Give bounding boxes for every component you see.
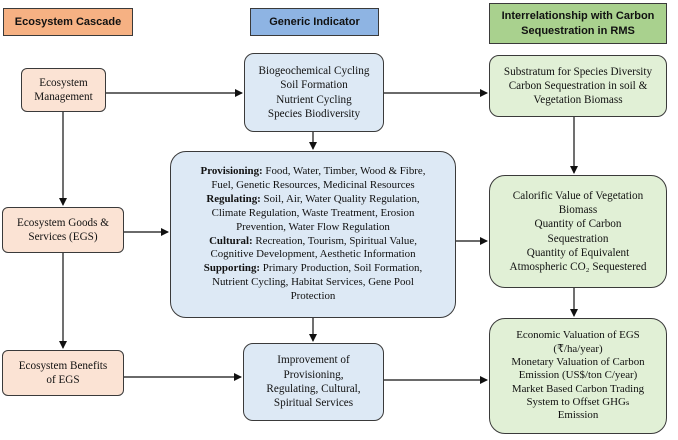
carbon-quantity-line-2: Biomass — [558, 203, 598, 216]
ecosystem-goods-services-box: Ecosystem Goods & Services (EGS) — [2, 207, 124, 253]
carbon-quantity-line-4: Sequestration — [547, 232, 609, 245]
supporting-label: Supporting: — [203, 262, 261, 275]
header-interrelationship-line-2: Sequestration in RMS — [521, 24, 635, 37]
generic-indicator-top-line-4: Species Biodiversity — [267, 107, 361, 120]
economic-valuation-line-6: System to Offset GHGₛ — [526, 395, 630, 408]
improvement-line-2: Provisioning, — [283, 368, 344, 381]
substratum-line-3: Vegetation Biomass — [533, 94, 623, 107]
ecosystem-benefits-line-2: of EGS — [46, 374, 80, 386]
header-ecosystem-cascade-label: Ecosystem Cascade — [14, 15, 122, 28]
cultural-text-2: Cognitive Development, Aesthetic Informa… — [210, 248, 416, 261]
carbon-quantity-box: Calorific Value of Vegetation Biomass Qu… — [489, 175, 667, 288]
ecosystem-goods-services-line-1: Ecosystem Goods & — [17, 216, 109, 229]
cultural-label: Cultural: — [209, 234, 253, 247]
header-ecosystem-cascade: Ecosystem Cascade — [3, 8, 133, 36]
ecosystem-management-box: Ecosystem Management — [21, 68, 106, 112]
ecosystem-benefits-box: Ecosystem Benefits of EGS — [2, 350, 124, 396]
improvement-services-box: Improvement of Provisioning, Regulating,… — [243, 343, 384, 421]
economic-valuation-line-5: Market Based Carbon Trading — [511, 382, 645, 395]
supporting-text-1: Primary Production, Soil Formation, — [260, 262, 423, 275]
regulating-text-3: Prevention, Water Flow Regulation — [236, 220, 390, 233]
provisioning-text-2: Fuel, Genetic Resources, Medicinal Resou… — [211, 179, 415, 192]
improvement-line-1: Improvement of — [277, 354, 350, 367]
ecosystem-management-line-2: Management — [34, 91, 93, 103]
generic-indicator-top-line-1: Biogeochemical Cycling — [258, 64, 370, 77]
improvement-line-4: Spiritual Services — [273, 397, 354, 410]
header-interrelationship: Interrelationship with Carbon Sequestrat… — [489, 3, 667, 44]
header-generic-indicator: Generic Indicator — [250, 8, 379, 36]
carbon-quantity-line-1: Calorific Value of Vegetation — [512, 189, 644, 202]
cultural-text-1: Recreation, Tourism, Spiritual Value, — [252, 234, 417, 247]
economic-valuation-line-7: Emission — [557, 409, 599, 422]
supporting-line-1: Supporting: Primary Production, Soil For… — [204, 262, 422, 276]
provisioning-line-1: Provisioning: Food, Water, Timber, Wood … — [201, 165, 426, 179]
substratum-line-1: Substratum for Species Diversity — [503, 65, 653, 78]
regulating-text-2: Climate Regulation, Waste Treatment, Ero… — [211, 206, 415, 219]
substratum-line-2: Carbon Sequestration in soil & — [508, 79, 648, 92]
generic-indicator-top-line-3: Nutrient Cycling — [276, 93, 352, 106]
substratum-box: Substratum for Species Diversity Carbon … — [489, 55, 667, 117]
ecosystem-benefits-line-1: Ecosystem Benefits — [18, 359, 108, 372]
economic-valuation-line-1: Economic Valuation of EGS — [516, 329, 640, 342]
generic-indicator-top-box: Biogeochemical Cycling Soil Formation Nu… — [244, 53, 384, 132]
regulating-line-1: Regulating: Soil, Air, Water Quality Reg… — [206, 193, 419, 207]
carbon-quantity-line-3: Quantity of Carbon — [534, 218, 622, 231]
carbon-quantity-line-5: Quantity of Equivalent — [526, 246, 630, 259]
supporting-text-3: Protection — [290, 289, 336, 302]
cultural-line-1: Cultural: Recreation, Tourism, Spiritual… — [209, 235, 417, 249]
improvement-line-3: Regulating, Cultural, — [266, 383, 361, 395]
generic-indicator-top-line-2: Soil Formation — [280, 79, 348, 92]
ecosystem-goods-services-line-2: Services (EGS) — [28, 231, 98, 243]
ecosystem-services-box: Provisioning: Food, Water, Timber, Wood … — [170, 151, 456, 318]
header-interrelationship-line-1: Interrelationship with Carbon — [501, 10, 655, 23]
regulating-text-1: Soil, Air, Water Quality Regulation, — [260, 192, 420, 205]
economic-valuation-line-2: (₹/ha/year) — [553, 342, 603, 355]
supporting-text-2: Nutrient Cycling, Habitat Services, Gene… — [212, 276, 414, 289]
economic-valuation-line-4: Emission (US$/ton C/year) — [518, 369, 638, 382]
economic-valuation-box: Economic Valuation of EGS (₹/ha/year) Mo… — [489, 318, 667, 434]
provisioning-text-1: Food, Water, Timber, Wood & Fibre, — [262, 165, 426, 178]
provisioning-label: Provisioning: — [200, 165, 263, 178]
ecosystem-management-line-1: Ecosystem — [39, 76, 88, 89]
regulating-label: Regulating: — [206, 192, 261, 205]
header-generic-indicator-label: Generic Indicator — [269, 15, 360, 28]
economic-valuation-line-3: Monetary Valuation of Carbon — [511, 356, 645, 369]
carbon-quantity-line-6: Atmospheric CO₂ Sequestered — [509, 261, 647, 274]
